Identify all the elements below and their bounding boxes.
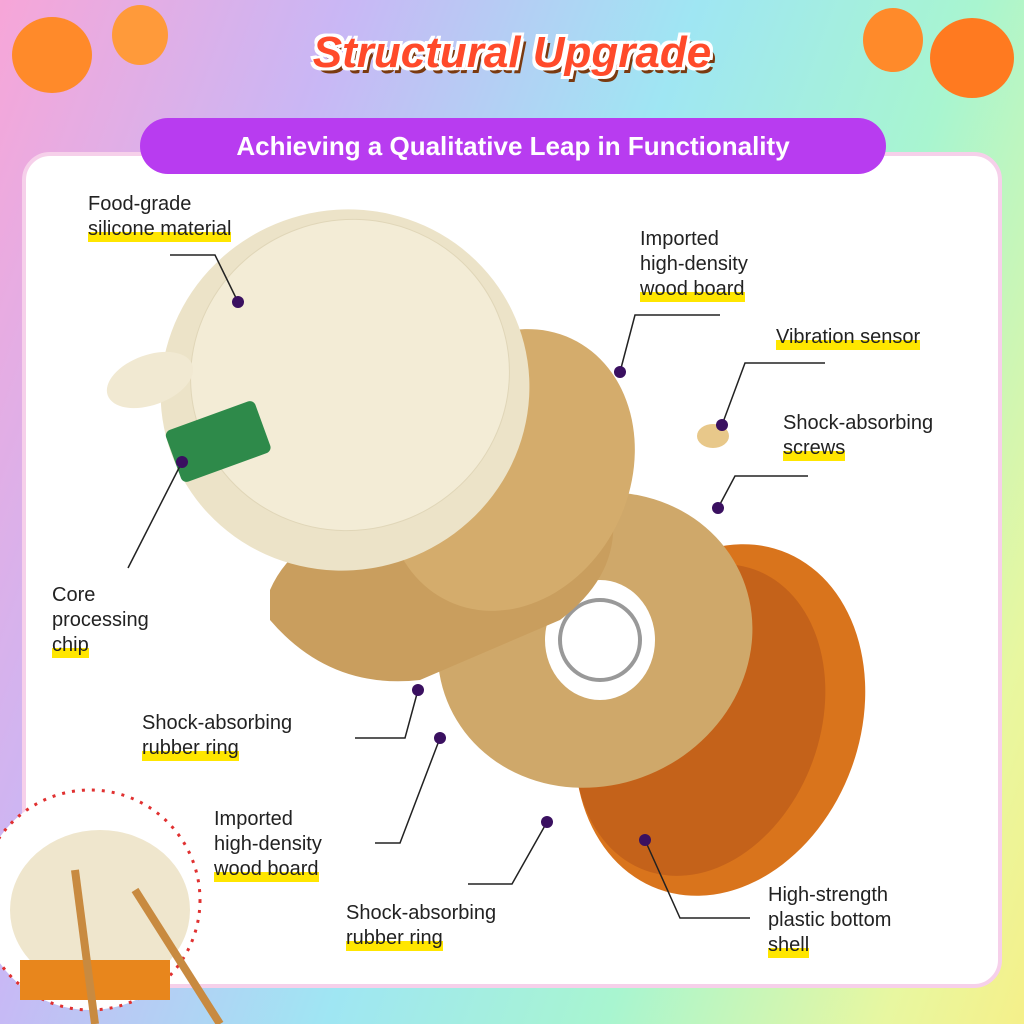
page-title: Structural Upgrade xyxy=(312,28,712,77)
label-vibration-sensor: Vibration sensor xyxy=(776,325,921,350)
chip xyxy=(106,351,271,482)
subtitle-banner: Achieving a Qualitative Leap in Function… xyxy=(140,118,886,174)
lantern-icon xyxy=(12,5,1014,98)
leader-lines xyxy=(127,254,825,919)
leader-dots xyxy=(176,296,728,846)
silicone-pad xyxy=(160,209,530,571)
drum-thumbnail xyxy=(0,788,224,1024)
